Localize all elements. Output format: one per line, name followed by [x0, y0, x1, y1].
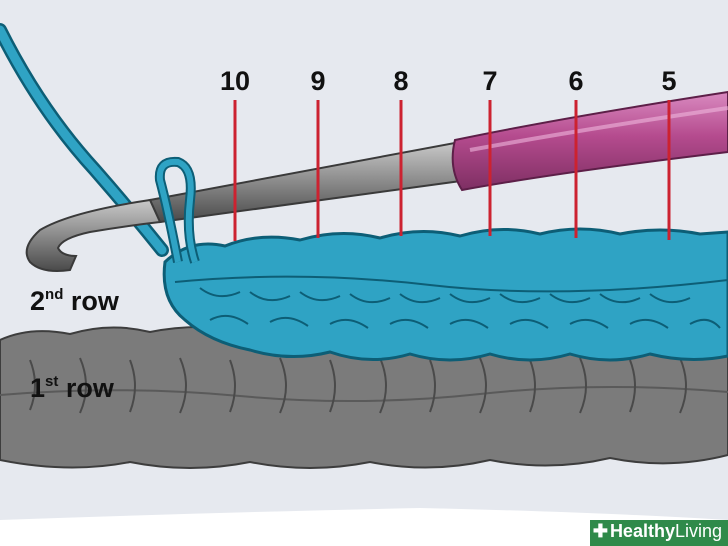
stitch-markers: [233, 100, 671, 241]
stitch-number-10: 10: [219, 66, 251, 96]
first-row-stitches: [0, 326, 728, 469]
watermark-backing: [590, 520, 728, 546]
second-row-stitches: [162, 227, 728, 362]
second-row-suffix: nd: [45, 286, 64, 303]
crochet-hook: [25, 90, 728, 272]
first-row-label: 1st row: [30, 373, 114, 404]
stitch-number-8: 8: [393, 66, 409, 96]
first-row-number: 1: [30, 373, 46, 403]
first-row-word: row: [65, 373, 114, 403]
stitch-number-9: 9: [310, 66, 326, 96]
watermark-brand-rest: Living: [674, 521, 722, 541]
first-row-suffix: st: [45, 373, 59, 390]
stitch-number-6: 6: [568, 66, 584, 96]
stitch-number-5: 5: [661, 66, 677, 96]
second-row-word: row: [70, 286, 119, 316]
stitch-number-7: 7: [482, 66, 498, 96]
second-row-number: 2: [30, 286, 46, 316]
watermark: ✚HealthyLiving: [593, 521, 722, 542]
second-row-label: 2nd row: [30, 286, 119, 317]
watermark-brand-bold: Healthy: [609, 521, 675, 541]
plus-icon: ✚: [592, 521, 608, 541]
